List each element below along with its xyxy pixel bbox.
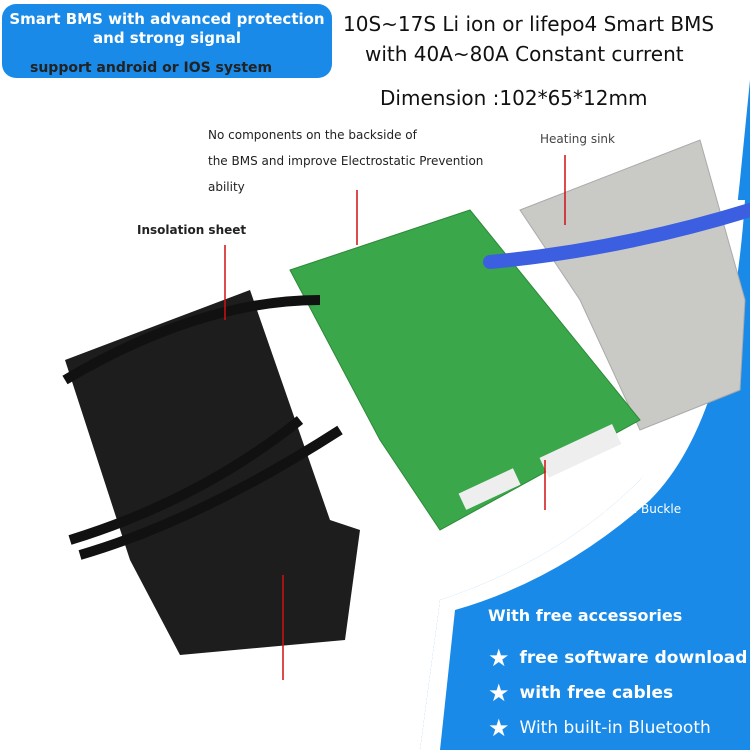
- star-icon: ★: [488, 643, 510, 672]
- accessories-heading: With free accessories: [488, 606, 683, 625]
- feature-badge: Smart BMS with advanced protection and s…: [2, 4, 332, 78]
- dimension-text: Dimension :102*65*12mm: [380, 86, 648, 110]
- title-line-2: with 40A~80A Constant current: [365, 42, 684, 66]
- insolation-label: Insolation sheet: [137, 223, 247, 237]
- annotation-lines: [224, 155, 566, 680]
- heating-sink-label: Heating sink: [540, 132, 615, 146]
- backside-note-3: ability: [208, 180, 245, 194]
- backside-note-1: No components on the backside of: [208, 128, 417, 142]
- accessories-list: ★ free software download ★ with free cable…: [488, 640, 747, 745]
- connector-small: [458, 468, 521, 510]
- title-line-1: 10S~17S Li ion or lifepo4 Smart BMS: [343, 12, 715, 36]
- accessory-label: with free cables: [519, 682, 674, 703]
- star-icon: ★: [488, 678, 510, 707]
- accessory-item: ★ free software download: [488, 640, 747, 675]
- accessory-item: ★ with free cables: [488, 675, 747, 710]
- accessory-item: ★ With built-in Bluetooth: [488, 710, 747, 745]
- insolation-sheet: [65, 290, 360, 655]
- support-text: support android or IOS system: [30, 60, 273, 76]
- black-cable: [62, 295, 343, 560]
- blue-cable: [483, 203, 750, 269]
- badge-line-1: Smart BMS with advanced protection: [9, 10, 325, 28]
- accessory-label: With built-in Bluetooth: [519, 717, 711, 738]
- heating-sink: [519, 139, 746, 431]
- connector-label: Connector with Buckle: [546, 502, 682, 516]
- pcb-board: [289, 209, 641, 531]
- connector: [539, 424, 622, 478]
- badge-line-2: and strong signal: [93, 29, 241, 47]
- backside-note-2: the BMS and improve Electrostatic Preven…: [208, 154, 484, 168]
- star-icon: ★: [488, 713, 510, 742]
- fire-label: Fire resistance materials: [260, 688, 407, 702]
- accessory-label: free software download: [519, 647, 748, 668]
